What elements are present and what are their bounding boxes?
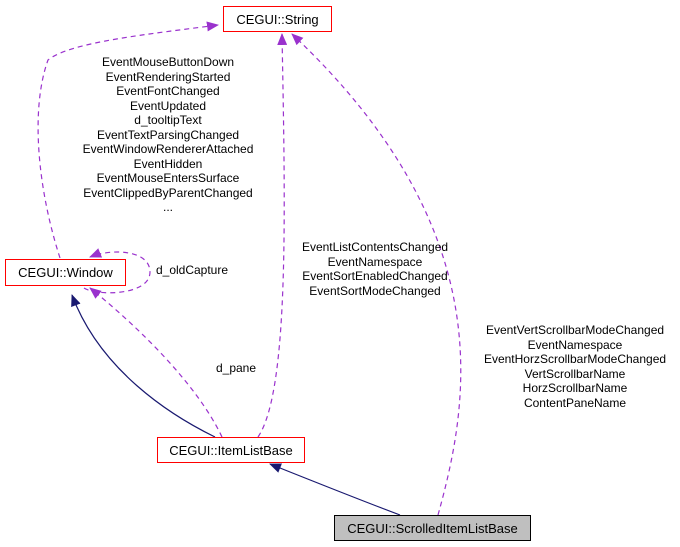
label-line: EventNamespace [327,254,423,269]
label-line: EventMouseButtonDown [101,55,235,69]
label-line: EventSortModeChanged [309,283,441,298]
label-line: EventVertScrollbarModeChanged [485,323,665,337]
label-line: EventSortEnabledChanged [302,269,448,283]
node-cegui-scrolleditemlistbase[interactable]: CEGUI::ScrolledItemListBase [334,515,531,541]
edge-window-self-loop [83,248,151,294]
edge-window-uses-string [37,21,219,259]
label-line: EventUpdated [129,98,207,113]
label-window-self: d_oldCapture [156,263,228,278]
label-itemlistbase-to-string: EventListContentsChanged EventNamespace … [302,240,448,298]
label-line: EventFontChanged [116,84,220,98]
edge-scrolled-inherits-itemlistbase [269,463,401,516]
edge-itemlistbase-uses-string [257,33,288,438]
label-line: HorzScrollbarName [522,381,628,395]
label-line: VertScrollbarName [524,366,626,381]
label-window-to-string: EventMouseButtonDown EventRenderingStart… [83,55,254,215]
label-line: d_oldCapture [155,263,229,277]
edge-itemlistbase-inherits-window [71,294,216,438]
label-line: EventHorzScrollbarModeChanged [483,352,667,366]
edge-scrolled-uses-string [291,33,462,516]
label-scrolled-to-string: EventVertScrollbarModeChanged EventNames… [484,323,666,410]
label-line: EventTextParsingChanged [96,127,240,142]
label-line: EventClippedByParentChanged [83,185,253,200]
label-line: EventListContentsChanged [301,240,449,254]
label-line: ContentPaneName [523,395,627,410]
node-cegui-string[interactable]: CEGUI::String [223,6,332,32]
node-cegui-window[interactable]: CEGUI::Window [5,259,126,286]
label-line: EventHidden [133,156,203,171]
edge-itemlistbase-uses-window [89,287,223,438]
label-line: EventWindowRendererAttached [82,142,254,156]
label-itemlistbase-to-window: d_pane [216,361,256,376]
node-cegui-itemlistbase[interactable]: CEGUI::ItemListBase [157,437,305,463]
label-line: EventMouseEntersSurface [96,171,240,185]
label-line: EventRenderingStarted [105,69,231,84]
label-line: ... [162,200,174,214]
label-line: EventNamespace [527,337,623,352]
label-line: d_tooltipText [134,113,202,127]
label-line: d_pane [215,361,257,375]
